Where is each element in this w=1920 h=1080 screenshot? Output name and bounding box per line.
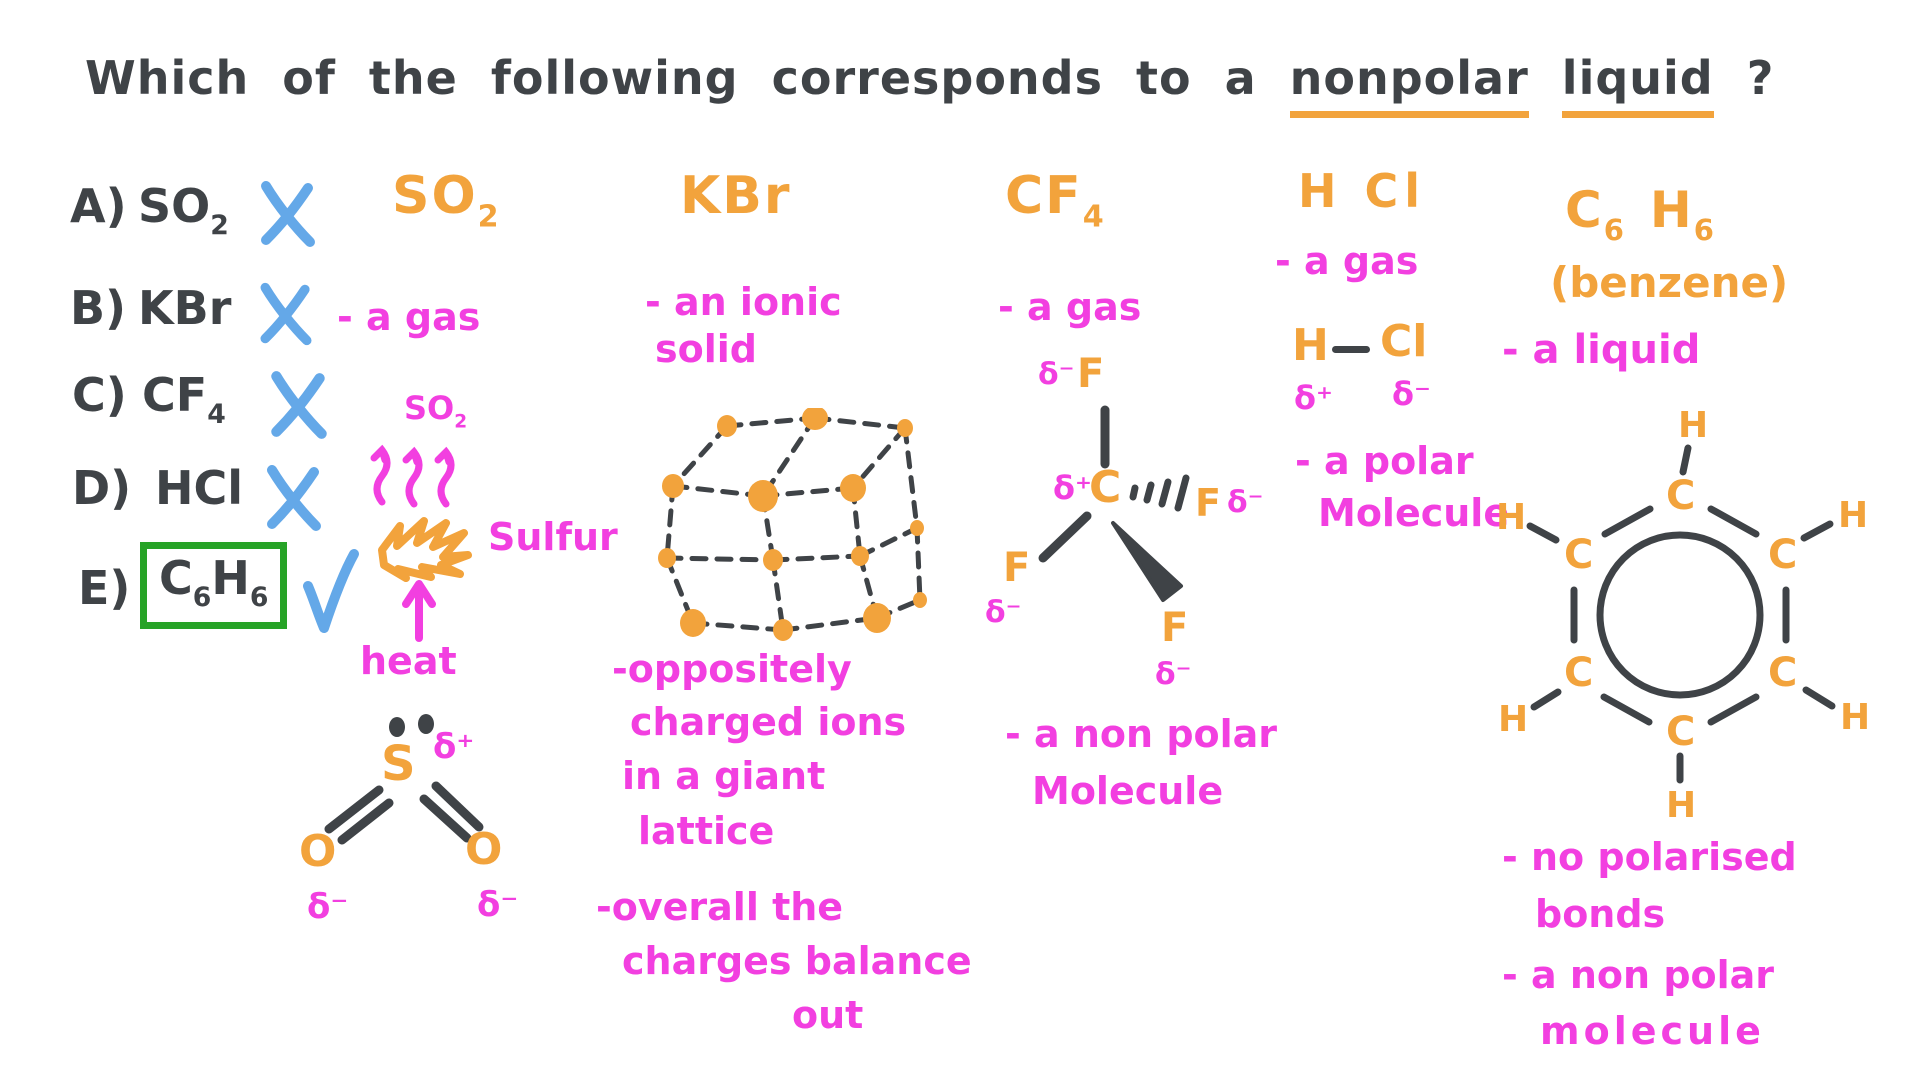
benzene-h-atom: H [1496, 497, 1527, 538]
kbr-balance-note-line1: -overall the [596, 885, 844, 929]
option-e-letter: E) [78, 561, 131, 615]
cf4-f-left-delta: δ⁻ [985, 595, 1022, 630]
option-a-letter: A) [70, 179, 127, 233]
benzene-h-atom: H [1840, 697, 1871, 738]
hcl-cl-atom: Cl [1380, 316, 1428, 367]
cf4-structure: δ⁻ F δ⁺ C F δ⁻ F δ⁻ F δ⁻ [985, 354, 1275, 698]
option-d-letter: D) [72, 461, 132, 515]
kbr-lattice-note-line4: lattice [638, 809, 775, 853]
hcl-h-atom: H [1292, 320, 1329, 371]
benzene-c-atom: C [1564, 532, 1594, 578]
cf4-f-right-atom: F [1195, 481, 1221, 525]
kbr-lattice-note-line3: in a giant [622, 754, 826, 798]
so2-delta-minus-right: δ⁻ [477, 885, 519, 925]
benzene-h-atom: H [1666, 785, 1697, 826]
option-b-formula: KBr [138, 281, 232, 335]
cf4-header: CF4 [1005, 166, 1106, 235]
cf4-f-top-delta: δ⁻ [1038, 357, 1075, 392]
benzene-subtitle: (benzene) [1550, 258, 1789, 307]
title-word-nonpolar: nonpolar [1289, 51, 1529, 118]
hcl-polarity-note-line2: Molecule [1318, 491, 1510, 535]
cf4-polarity-note-line1: - a non polar [1005, 712, 1278, 756]
s-atom: S [381, 736, 416, 792]
benzene-h-atom: H [1498, 699, 1529, 740]
so2-header: SO2 [392, 166, 501, 235]
benzene-c-atom: C [1564, 650, 1594, 696]
cf4-f-bottom-atom: F [1161, 605, 1189, 651]
hcl-header: H Cl [1298, 164, 1427, 218]
o-atom-left: O [299, 826, 337, 877]
so2-bonds-and-lone-pair [324, 714, 484, 845]
title-prefix: Which of the following corresponds to a [85, 51, 1257, 105]
cf4-bonds [1038, 405, 1190, 602]
benzene-h-atom: H [1678, 405, 1709, 446]
cf4-f-right-delta: δ⁻ [1227, 485, 1264, 520]
hcl-bond [1332, 346, 1370, 353]
benzene-bonds-note-line1: - no polarised [1502, 835, 1797, 879]
kbr-lattice-note-line1: -oppositely [612, 647, 852, 691]
cf4-c-atom: C [1089, 462, 1122, 513]
option-b-letter: B) [70, 281, 127, 335]
benzene-state-note: - a liquid [1502, 327, 1701, 373]
option-d-formula: HCl [155, 461, 244, 515]
kbr-header: KBr [680, 166, 792, 226]
kbr-state-note-line2: solid [655, 327, 757, 371]
benzene-c-atom: C [1666, 709, 1696, 755]
kbr-balance-note-line3: out [792, 993, 864, 1037]
benzene-c-atom: C [1666, 473, 1696, 519]
cf4-polarity-note-line2: Molecule [1032, 769, 1224, 813]
cross-mark-icon [271, 371, 327, 439]
benzene-polarity-note-line1: - a non polar [1502, 953, 1775, 997]
hcl-delta-minus: δ⁻ [1392, 375, 1431, 413]
sulfur-scribble-icon [378, 517, 472, 582]
option-a-formula: SO2 [138, 179, 229, 241]
cf4-f-left-atom: F [1003, 545, 1031, 591]
so2-delta-minus-left: δ⁻ [307, 887, 349, 927]
so2-gas-label: SO2 [404, 389, 468, 433]
question-title: Which of the following corresponds to a … [85, 51, 1774, 118]
cross-mark-icon [261, 181, 315, 247]
cf4-state-note: - a gas [998, 285, 1142, 329]
benzene-polarity-note-line2: molecule [1540, 1009, 1765, 1053]
kbr-state-note-line1: - an ionic [645, 280, 842, 324]
ionic-lattice-drawing [658, 408, 927, 641]
hcl-state-note: - a gas [1275, 239, 1419, 283]
heat-arrow-icon [402, 580, 436, 642]
so2-lewis-structure: S δ⁺ O O δ⁻ δ⁻ [285, 712, 545, 952]
cf4-f-bottom-delta: δ⁻ [1155, 657, 1192, 692]
heat-label: heat [360, 639, 457, 683]
cross-mark-icon [267, 465, 321, 531]
benzene-ring-drawing: C C C C C C H H H H H H [1470, 400, 1900, 825]
kbr-lattice-note-line2: charged ions [630, 700, 907, 744]
sulfur-label: Sulfur [488, 515, 618, 559]
benzene-c-atom: C [1768, 650, 1798, 696]
benzene-bonds-note-line2: bonds [1535, 892, 1666, 936]
hcl-structure: H Cl δ⁺ δ⁻ [1288, 318, 1508, 428]
benzene-bonds [1526, 444, 1836, 784]
cross-mark-icon [260, 282, 312, 346]
so2-state-note: - a gas [337, 295, 481, 339]
cf4-f-top-atom: F [1077, 351, 1105, 397]
kbr-balance-note-line2: charges balance [622, 939, 972, 983]
option-c-letter: C) [72, 368, 127, 422]
hcl-delta-plus: δ⁺ [1294, 379, 1333, 417]
title-word-liquid: liquid [1561, 51, 1714, 118]
so2-delta-plus: δ⁺ [433, 727, 475, 767]
gas-rise-arrows-icon [370, 444, 455, 508]
check-mark-icon [303, 549, 359, 633]
cf4-delta-plus: δ⁺ [1053, 469, 1092, 507]
hcl-polarity-note-line1: - a polar [1295, 439, 1474, 483]
benzene-c-atom: C [1768, 532, 1798, 578]
option-c-formula: CF4 [142, 368, 226, 430]
correct-answer-box: C6H6 [140, 542, 288, 629]
o-atom-right: O [465, 824, 503, 875]
benzene-h-atom: H [1838, 495, 1869, 536]
title-suffix: ? [1746, 51, 1775, 105]
